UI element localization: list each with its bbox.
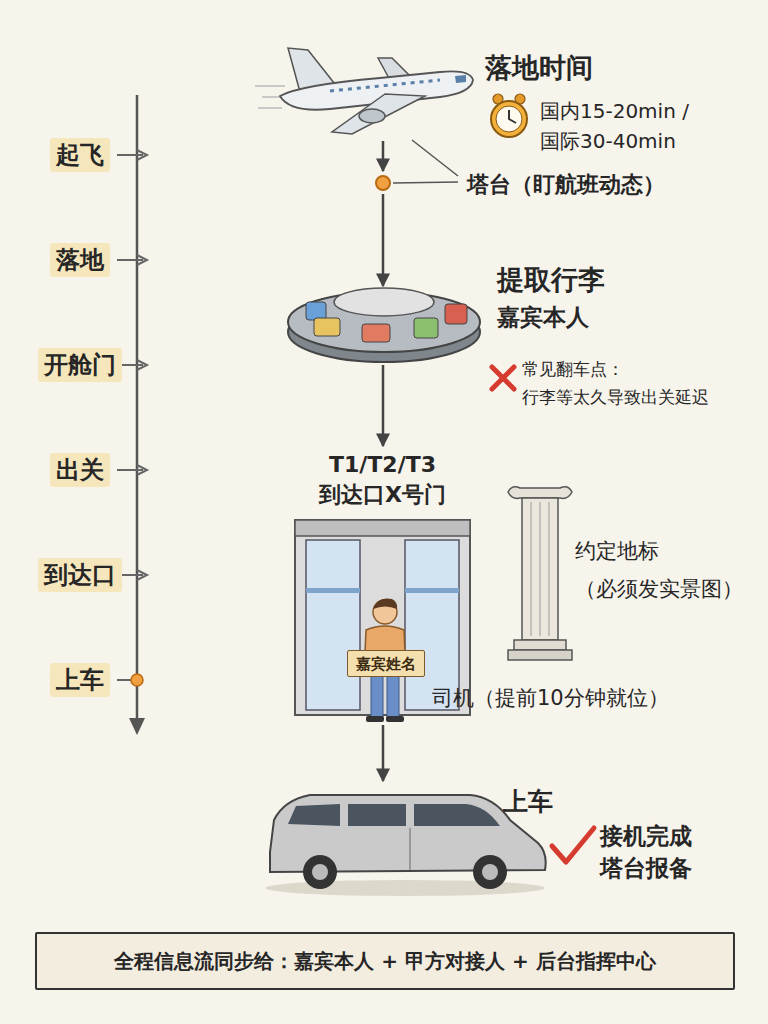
time-note: 国内15-20min / 国际30-40min <box>540 96 720 156</box>
van-hub <box>482 864 498 880</box>
plane-stage: 落地时间国内15-20min / 国际30-40min <box>255 40 475 138</box>
done-note: 接机完成 塔台报备 <box>600 820 700 884</box>
stage-heading: 落地时间 <box>485 50 593 86</box>
plane-engine <box>359 109 385 123</box>
van-window <box>348 804 406 826</box>
van-window <box>288 804 340 826</box>
gate-label: T1/T2/T3 到达口X号门 <box>295 450 470 510</box>
stage-label: 起飞 <box>56 139 104 171</box>
carousel-stage: 提取行李嘉宾本人 <box>288 290 480 362</box>
van-wheel <box>303 855 337 889</box>
stage-label: 上车 <box>56 664 104 696</box>
glass-panel <box>405 540 459 710</box>
timeline-stage: 起飞 <box>50 138 110 172</box>
suitcase <box>445 304 467 324</box>
person-hair <box>373 598 397 609</box>
timeline-stage: 出关 <box>50 453 110 487</box>
van-stage: 上车 <box>265 785 547 892</box>
stage-subheading: 嘉宾本人 <box>497 302 589 333</box>
van-hub <box>312 864 328 880</box>
person-shoe <box>366 716 384 722</box>
tick-arrowhead <box>137 360 147 370</box>
van-wheel <box>473 855 507 889</box>
timeline-tick <box>117 259 143 261</box>
suitcase <box>314 318 340 336</box>
tick-arrowhead <box>137 465 147 475</box>
flow-arrow <box>382 725 385 781</box>
motion-line <box>255 85 285 87</box>
clock-hands <box>509 110 516 123</box>
timeline-stage: 落地 <box>50 243 110 277</box>
stage-label: 出关 <box>56 454 104 486</box>
timeline-dot <box>131 674 143 686</box>
tower-dot: 塔台（盯航班动态） <box>375 175 391 191</box>
clock-face <box>496 106 522 132</box>
column-base <box>514 640 566 650</box>
clock-body <box>491 101 527 137</box>
carousel-center <box>334 288 434 316</box>
column-shaft <box>522 498 558 640</box>
timeline-tick <box>117 154 143 156</box>
timeline-arrowhead <box>129 718 145 735</box>
warning-note: 常见翻车点： 行李等太久导致出关延迟 <box>522 355 762 411</box>
motion-line <box>258 107 282 109</box>
stage-heading: 上车 <box>503 785 553 818</box>
glass-stripe <box>306 588 360 593</box>
name-sign: 嘉宾姓名 <box>347 650 425 677</box>
check-mark <box>552 828 594 862</box>
tower-label: 塔台（盯航班动态） <box>467 170 665 200</box>
person-leg <box>387 675 399 717</box>
flow-arrow <box>382 194 385 286</box>
van-window <box>414 804 500 826</box>
timeline-stage: 开舱门 <box>38 348 122 382</box>
driver-figure: 嘉宾姓名 <box>340 598 430 722</box>
person-leg <box>371 675 383 717</box>
timeline-stage: 上车 <box>50 663 110 697</box>
plane-cockpit <box>455 75 466 83</box>
summary-box: 全程信息流同步给：嘉宾本人 + 甲方对接人 + 后台指挥中心 <box>35 932 735 990</box>
door-header <box>295 520 470 536</box>
tick-arrowhead <box>137 570 147 580</box>
tick-arrowhead <box>137 255 147 265</box>
suitcase <box>362 324 390 342</box>
summary-text: 全程信息流同步给：嘉宾本人 + 甲方对接人 + 后台指挥中心 <box>37 934 733 988</box>
timeline-axis <box>136 95 139 722</box>
warning-cross <box>492 367 514 389</box>
person-shoe <box>386 716 404 722</box>
tick-arrowhead <box>137 150 147 160</box>
stage-label: 落地 <box>56 244 104 276</box>
column-capital <box>508 487 572 499</box>
landmark-note: 约定地标 （必须发实景图） <box>575 532 755 608</box>
suitcase <box>414 318 438 338</box>
suitcase <box>306 302 326 320</box>
flow-arrow <box>382 141 385 171</box>
plane-windows <box>330 80 440 91</box>
plane-wing <box>332 94 425 134</box>
connector-group <box>383 141 384 781</box>
glass-stripe <box>405 588 459 593</box>
stage-label: 到达口 <box>44 559 116 591</box>
stage-heading: 提取行李 <box>497 262 605 298</box>
leader-line <box>393 182 458 183</box>
stage-label: 开舱门 <box>44 349 116 381</box>
timeline-tick <box>117 679 131 681</box>
column-flutes <box>531 502 549 636</box>
van-door-line <box>409 828 411 870</box>
timeline-tick <box>117 469 143 471</box>
glass-panel <box>306 540 360 710</box>
leader-line <box>412 140 458 176</box>
flow-arrow <box>382 365 385 446</box>
column-base <box>508 650 572 660</box>
timeline-stage: 到达口 <box>38 558 122 592</box>
driver-note: 司机（提前10分钟就位） <box>432 684 669 712</box>
